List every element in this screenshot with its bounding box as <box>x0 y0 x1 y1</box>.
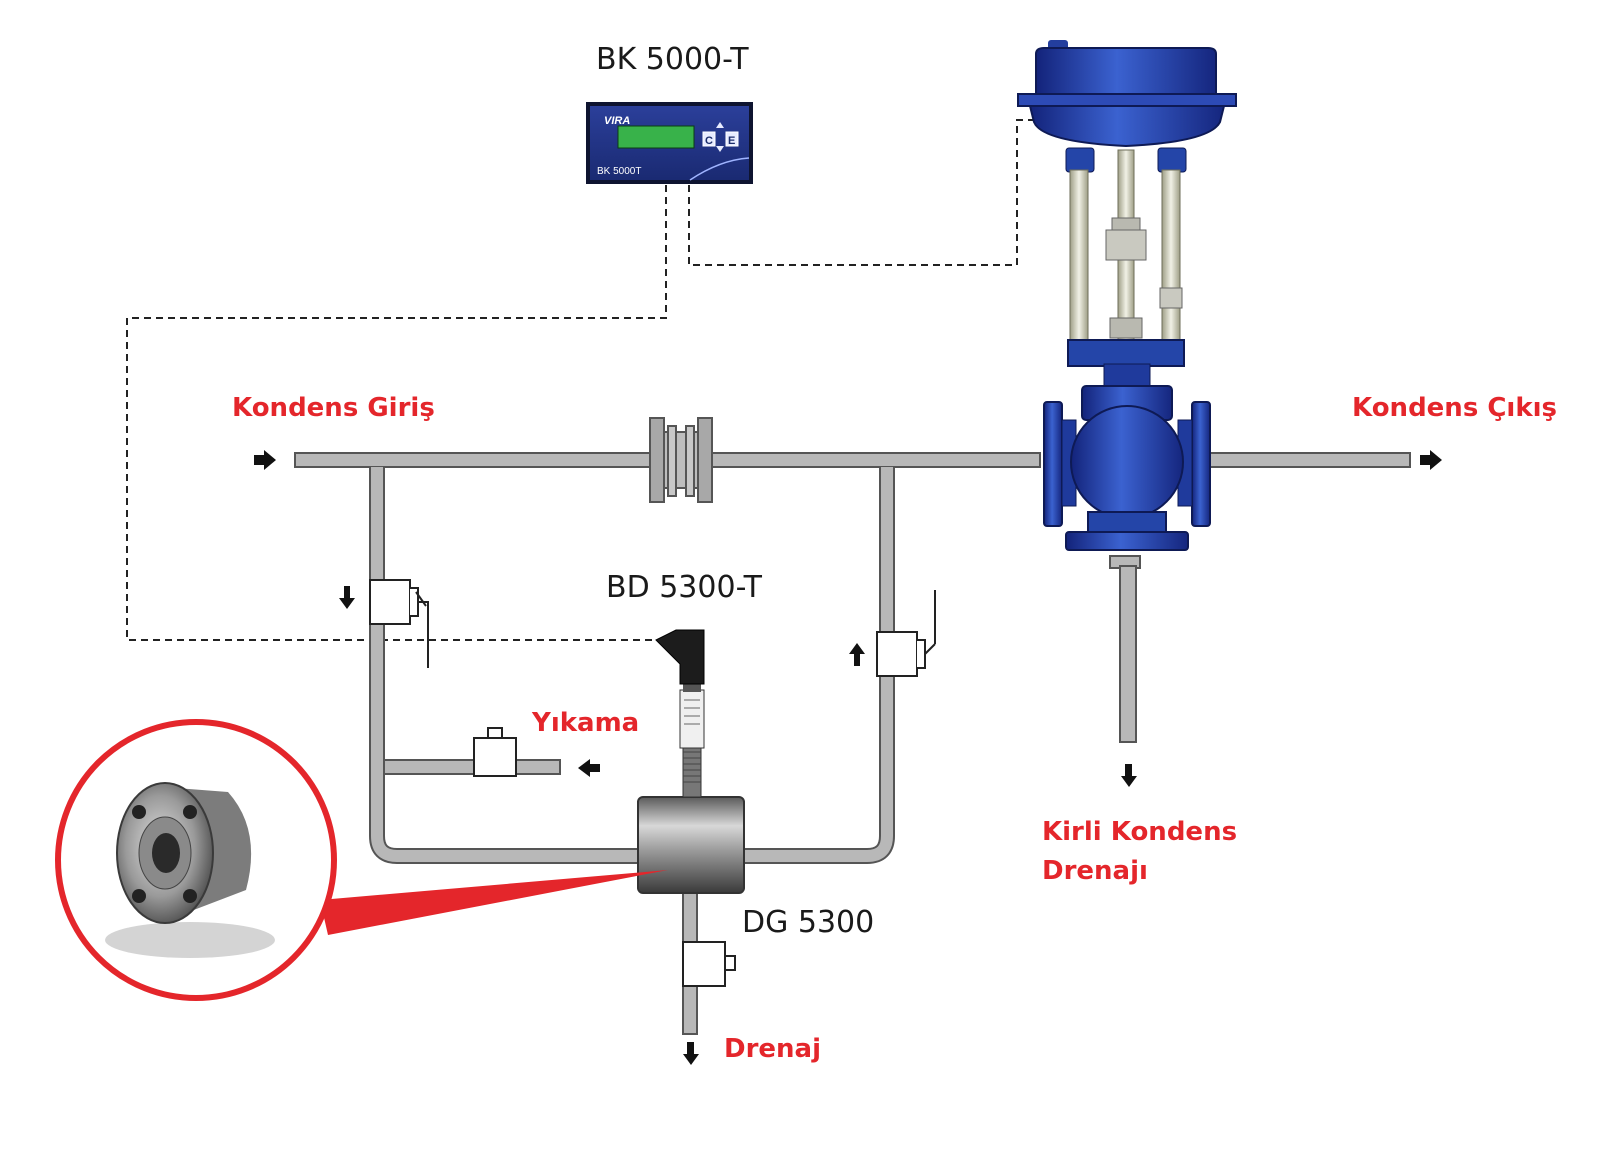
key-e-label: E <box>728 135 735 147</box>
controller-panel: VIRA C E BK 5000T <box>586 102 753 184</box>
pipe-flange-coupling <box>649 417 713 503</box>
main-pipe <box>294 452 1411 468</box>
key-up-button[interactable] <box>716 122 724 128</box>
key-c-button[interactable] <box>702 131 716 147</box>
key-c-label: C <box>705 135 713 147</box>
dirty-drain-pipe <box>1109 555 1141 743</box>
inlet-label: Kondens Giriş <box>232 393 435 423</box>
lcd-display <box>617 125 695 149</box>
dirty-drain-label-1: Kirli Kondens <box>1042 817 1237 847</box>
flush-pipe <box>383 759 561 775</box>
arrow-right-icon <box>254 450 276 470</box>
arrow-left-icon <box>578 759 600 777</box>
control-valve <box>1017 40 1237 551</box>
flush-label: Yıkama <box>531 708 639 738</box>
key-down-button[interactable] <box>716 146 724 152</box>
density-sensor <box>655 629 705 798</box>
flow-meter-body <box>637 796 745 894</box>
controller-label: BK 5000-T <box>596 42 749 77</box>
signal-wire-valve <box>688 119 1034 266</box>
controller-model: BK 5000T <box>597 166 641 177</box>
arrow-down-icon <box>339 586 355 609</box>
arrow-down-icon <box>1121 764 1137 787</box>
outlet-label: Kondens Çıkış <box>1352 393 1557 423</box>
signal-wire-sensor <box>126 185 667 641</box>
dirty-drain-label-2: Drenajı <box>1042 856 1148 886</box>
controller-brand: VIRA <box>604 115 630 127</box>
ball-valve-drain[interactable] <box>682 941 736 987</box>
flow-arrows <box>254 450 1442 1065</box>
drain-label: Drenaj <box>724 1034 821 1064</box>
signal-wires <box>126 119 1034 641</box>
ball-valve-left[interactable] <box>369 579 429 668</box>
flange-part-picture <box>116 782 252 924</box>
ball-valve-flush[interactable] <box>473 727 517 777</box>
ball-valve-right[interactable] <box>876 590 936 677</box>
bypass-loop <box>369 467 895 864</box>
sensor-label: BD 5300-T <box>606 570 763 605</box>
meter-label: DG 5300 <box>742 905 874 940</box>
arrow-right-icon <box>1420 450 1442 470</box>
arrow-down-icon <box>683 1042 699 1065</box>
arrow-up-icon <box>849 643 865 666</box>
key-e-button[interactable] <box>725 131 739 147</box>
zoom-callout <box>55 719 668 1001</box>
